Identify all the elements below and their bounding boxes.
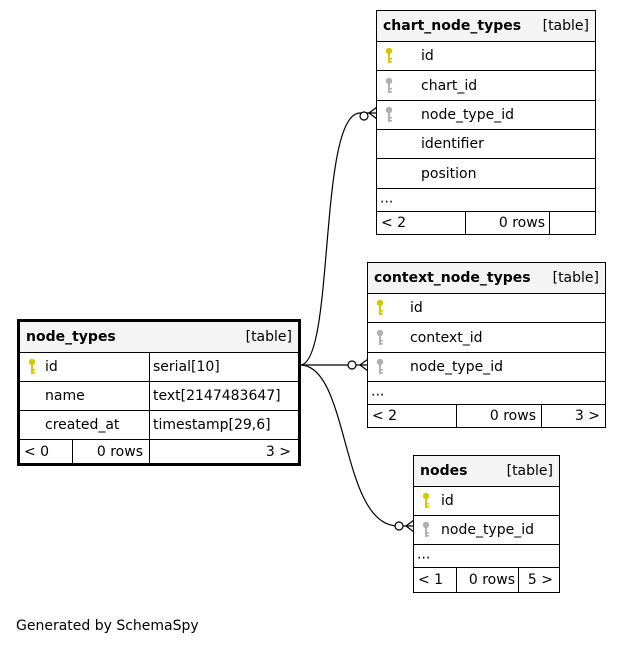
column-name: position xyxy=(421,165,477,182)
table-footer: < 2 0 rows xyxy=(377,211,595,234)
column-name: node_type_id xyxy=(410,359,503,375)
table-name: context_node_types xyxy=(374,270,531,286)
foreign-key-icon xyxy=(376,329,384,345)
column-row[interactable]: chart_id xyxy=(377,70,595,100)
table-header[interactable]: context_node_types [table] xyxy=(368,263,605,293)
optional-marker-chart xyxy=(359,111,369,121)
more-columns-ellipsis: ... xyxy=(371,383,385,400)
table-nodes[interactable]: nodes [table] id node_type_id ... < 1 0 … xyxy=(413,455,560,593)
foreign-key-icon xyxy=(385,77,393,93)
row-count: 0 rows xyxy=(489,408,536,424)
column-name: node_type_id xyxy=(441,522,534,538)
column-row[interactable]: node_type_id xyxy=(377,100,595,129)
more-columns-row[interactable]: ... xyxy=(368,381,605,404)
column-name: node_type_id xyxy=(421,107,514,123)
column-name: chart_id xyxy=(421,77,478,94)
table-kind: [table] xyxy=(245,329,292,345)
optional-marker-nodes xyxy=(394,521,404,531)
parents-count[interactable]: < 2 xyxy=(381,215,407,231)
column-row[interactable]: id xyxy=(368,293,605,322)
table-footer: < 1 0 rows 5 > xyxy=(414,567,559,592)
table-header[interactable]: node_types [table] xyxy=(20,322,298,352)
more-columns-ellipsis: ... xyxy=(380,190,394,207)
column-name: created_at xyxy=(45,417,120,433)
table-context-node-types[interactable]: context_node_types [table] id context_id… xyxy=(367,262,606,428)
table-name: nodes xyxy=(420,463,468,479)
table-footer: < 2 0 rows 3 > xyxy=(368,404,605,427)
foreign-key-icon xyxy=(376,358,384,374)
more-columns-row[interactable]: ... xyxy=(414,544,559,567)
parents-count[interactable]: < 1 xyxy=(418,572,444,588)
row-count: 0 rows xyxy=(468,572,515,588)
foreign-key-icon xyxy=(422,521,430,537)
row-count: 0 rows xyxy=(498,215,545,231)
children-count[interactable]: 3 > xyxy=(265,443,291,460)
primary-key-icon xyxy=(376,299,384,315)
column-name: identifier xyxy=(421,136,484,152)
table-name: node_types xyxy=(26,329,116,345)
link-node-types-to-chart-node-types xyxy=(299,112,377,366)
primary-key-icon xyxy=(422,492,430,508)
column-name: id xyxy=(421,48,434,64)
column-name: id xyxy=(441,493,454,509)
link-node-types-to-nodes xyxy=(299,364,414,527)
generated-by-credit[interactable]: Generated by SchemaSpy xyxy=(16,618,199,634)
column-name: id xyxy=(410,300,423,316)
column-row[interactable]: node_type_id xyxy=(414,515,559,544)
primary-key-icon xyxy=(385,47,393,63)
more-columns-row[interactable]: ... xyxy=(377,188,595,211)
table-header[interactable]: chart_node_types [table] xyxy=(377,11,595,41)
column-row[interactable]: node_type_id xyxy=(368,352,605,381)
table-kind: [table] xyxy=(506,463,553,479)
table-node-types[interactable]: node_types [table] id serial[10] name te… xyxy=(17,319,301,466)
column-row[interactable]: identifier xyxy=(377,129,595,158)
column-type: timestamp[29,6] xyxy=(153,417,271,433)
column-name: name xyxy=(45,388,85,404)
column-type: serial[10] xyxy=(153,359,220,375)
children-count[interactable]: 5 > xyxy=(527,572,553,588)
column-row[interactable]: id xyxy=(377,41,595,70)
column-row[interactable]: position xyxy=(377,158,595,188)
table-footer: < 0 0 rows 3 > xyxy=(20,439,298,463)
children-count[interactable]: 3 > xyxy=(574,408,600,424)
table-kind: [table] xyxy=(542,18,589,34)
table-name: chart_node_types xyxy=(383,18,522,34)
column-row[interactable]: name text[2147483647] xyxy=(20,381,298,410)
parents-count[interactable]: < 0 xyxy=(24,443,50,460)
foreign-key-icon xyxy=(385,106,393,122)
column-type: text[2147483647] xyxy=(153,388,281,404)
more-columns-ellipsis: ... xyxy=(417,546,431,563)
crowfoot-context xyxy=(359,358,369,372)
column-name: id xyxy=(45,359,58,375)
column-row[interactable]: created_at timestamp[29,6] xyxy=(20,410,298,439)
column-row[interactable]: context_id xyxy=(368,322,605,352)
column-row[interactable]: id xyxy=(414,486,559,515)
crowfoot-chart xyxy=(368,106,378,120)
primary-key-icon xyxy=(28,358,36,374)
table-kind: [table] xyxy=(552,270,599,286)
table-chart-node-types[interactable]: chart_node_types [table] id chart_id nod… xyxy=(376,10,596,235)
parents-count[interactable]: < 2 xyxy=(372,408,398,424)
table-header[interactable]: nodes [table] xyxy=(414,456,559,486)
optional-marker-context xyxy=(347,360,357,370)
column-row[interactable]: id serial[10] xyxy=(20,352,298,381)
crowfoot-nodes xyxy=(405,519,415,533)
column-name: context_id xyxy=(410,329,483,346)
row-count: 0 rows xyxy=(96,443,143,460)
